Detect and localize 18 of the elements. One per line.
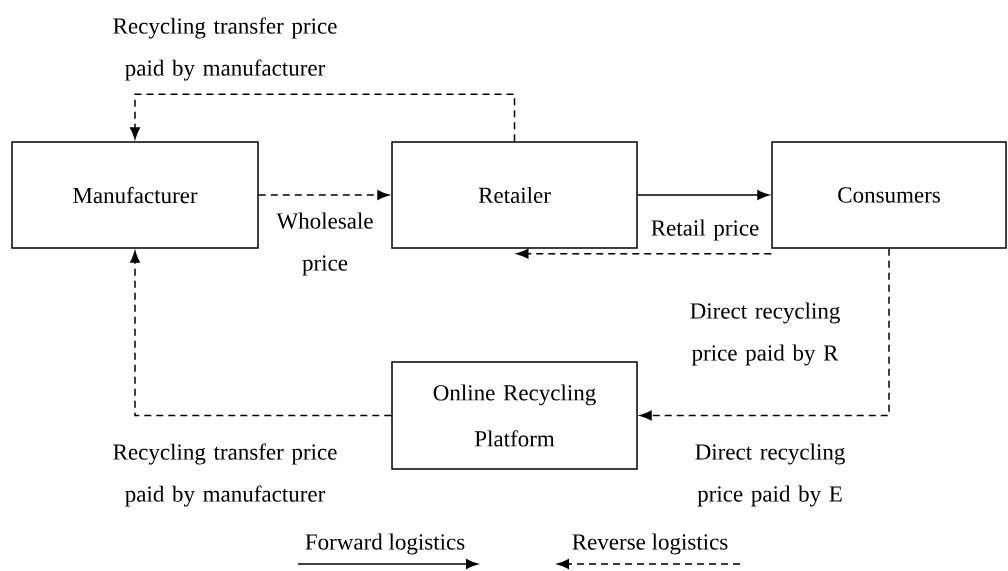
process-box: Online Recycling Platform: [391, 361, 638, 470]
arrow: [130, 93, 516, 142]
arrow: [637, 190, 770, 200]
arrow: [130, 250, 392, 417]
legend-label: Reverse logistics: [572, 533, 728, 555]
arrow: [639, 248, 890, 421]
text-label: Direct recycling price paid by E: [695, 443, 845, 507]
edge-label: Retail price: [651, 219, 759, 241]
edge-label: Recycling transfer price paid by manufacturer: [113, 17, 337, 81]
arrow: [516, 248, 772, 259]
edge-label: Direct recycling price paid by R: [690, 302, 840, 366]
edge-label: Recycling transfer price paid by manufacturer: [113, 443, 337, 507]
edge-label: Wholesale price: [276, 212, 373, 276]
legend-label: Forward logistics: [305, 533, 465, 555]
arrow: [258, 190, 390, 200]
process-box: Manufacturer: [11, 141, 259, 249]
process-box: Retailer: [391, 141, 638, 249]
process-box: Consumers: [771, 141, 1007, 249]
